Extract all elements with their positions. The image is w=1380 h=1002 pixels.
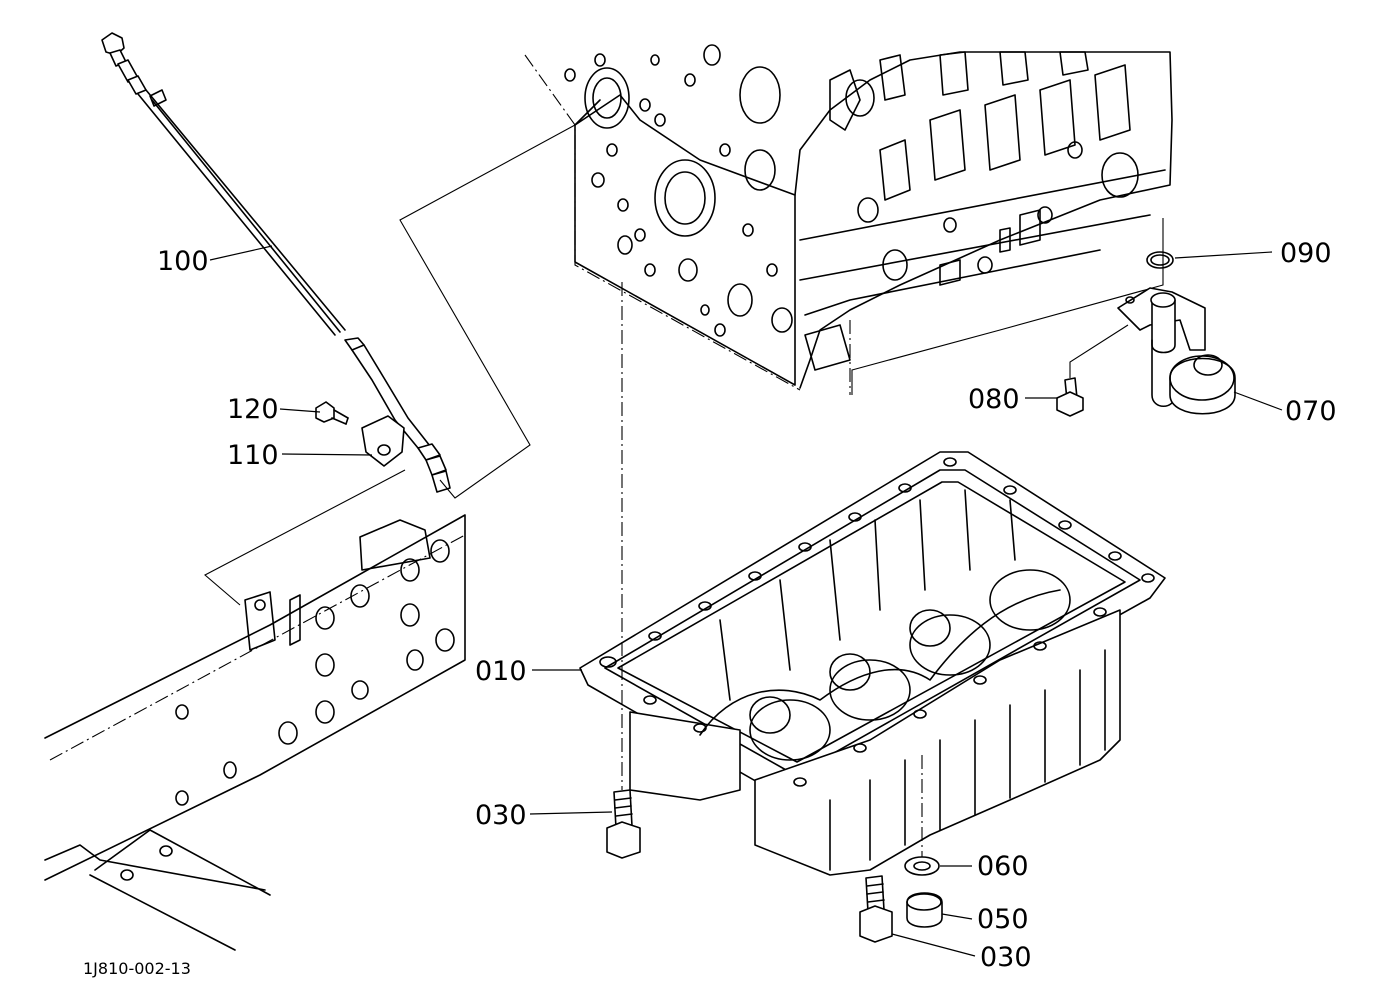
dipstick-guide-tube: [344, 337, 451, 493]
pan-bolt-left: [606, 789, 641, 859]
oil-strainer: [1117, 287, 1236, 415]
leader-lines: [209, 245, 1283, 957]
block-ribs: [804, 51, 1139, 371]
pan-flange-holes: [599, 457, 1155, 787]
block-holes: [564, 44, 793, 337]
part-label-030-left: 030: [475, 800, 527, 831]
drain-plug: [906, 892, 943, 928]
strainer-bolt: [1056, 377, 1084, 417]
part-labels: 100 120 110 090 080 070 010 030 060 050 …: [157, 238, 1337, 973]
part-label-050: 050: [977, 904, 1029, 935]
bracket-bolt: [315, 401, 349, 425]
pan-bolt-right: [859, 875, 893, 943]
part-label-060: 060: [977, 851, 1029, 882]
drain-washer: [904, 856, 940, 876]
part-label-100: 100: [157, 246, 209, 277]
dipstick: [101, 32, 346, 336]
engine-block: [524, 44, 1173, 395]
dipstick-bracket: [361, 415, 405, 467]
part-label-120: 120: [227, 394, 279, 425]
part-label-030-right: 030: [980, 942, 1032, 973]
o-ring: [1146, 251, 1174, 269]
part-label-070: 070: [1285, 396, 1337, 427]
oil-pan: [579, 451, 1166, 876]
part-label-090: 090: [1280, 238, 1332, 269]
frame-holes: [120, 539, 455, 881]
drawing-code: 1J810-002-13: [83, 959, 191, 978]
part-label-080: 080: [968, 384, 1020, 415]
frame-rail: [44, 514, 466, 951]
part-label-110: 110: [227, 440, 279, 471]
part-label-010: 010: [475, 656, 527, 687]
